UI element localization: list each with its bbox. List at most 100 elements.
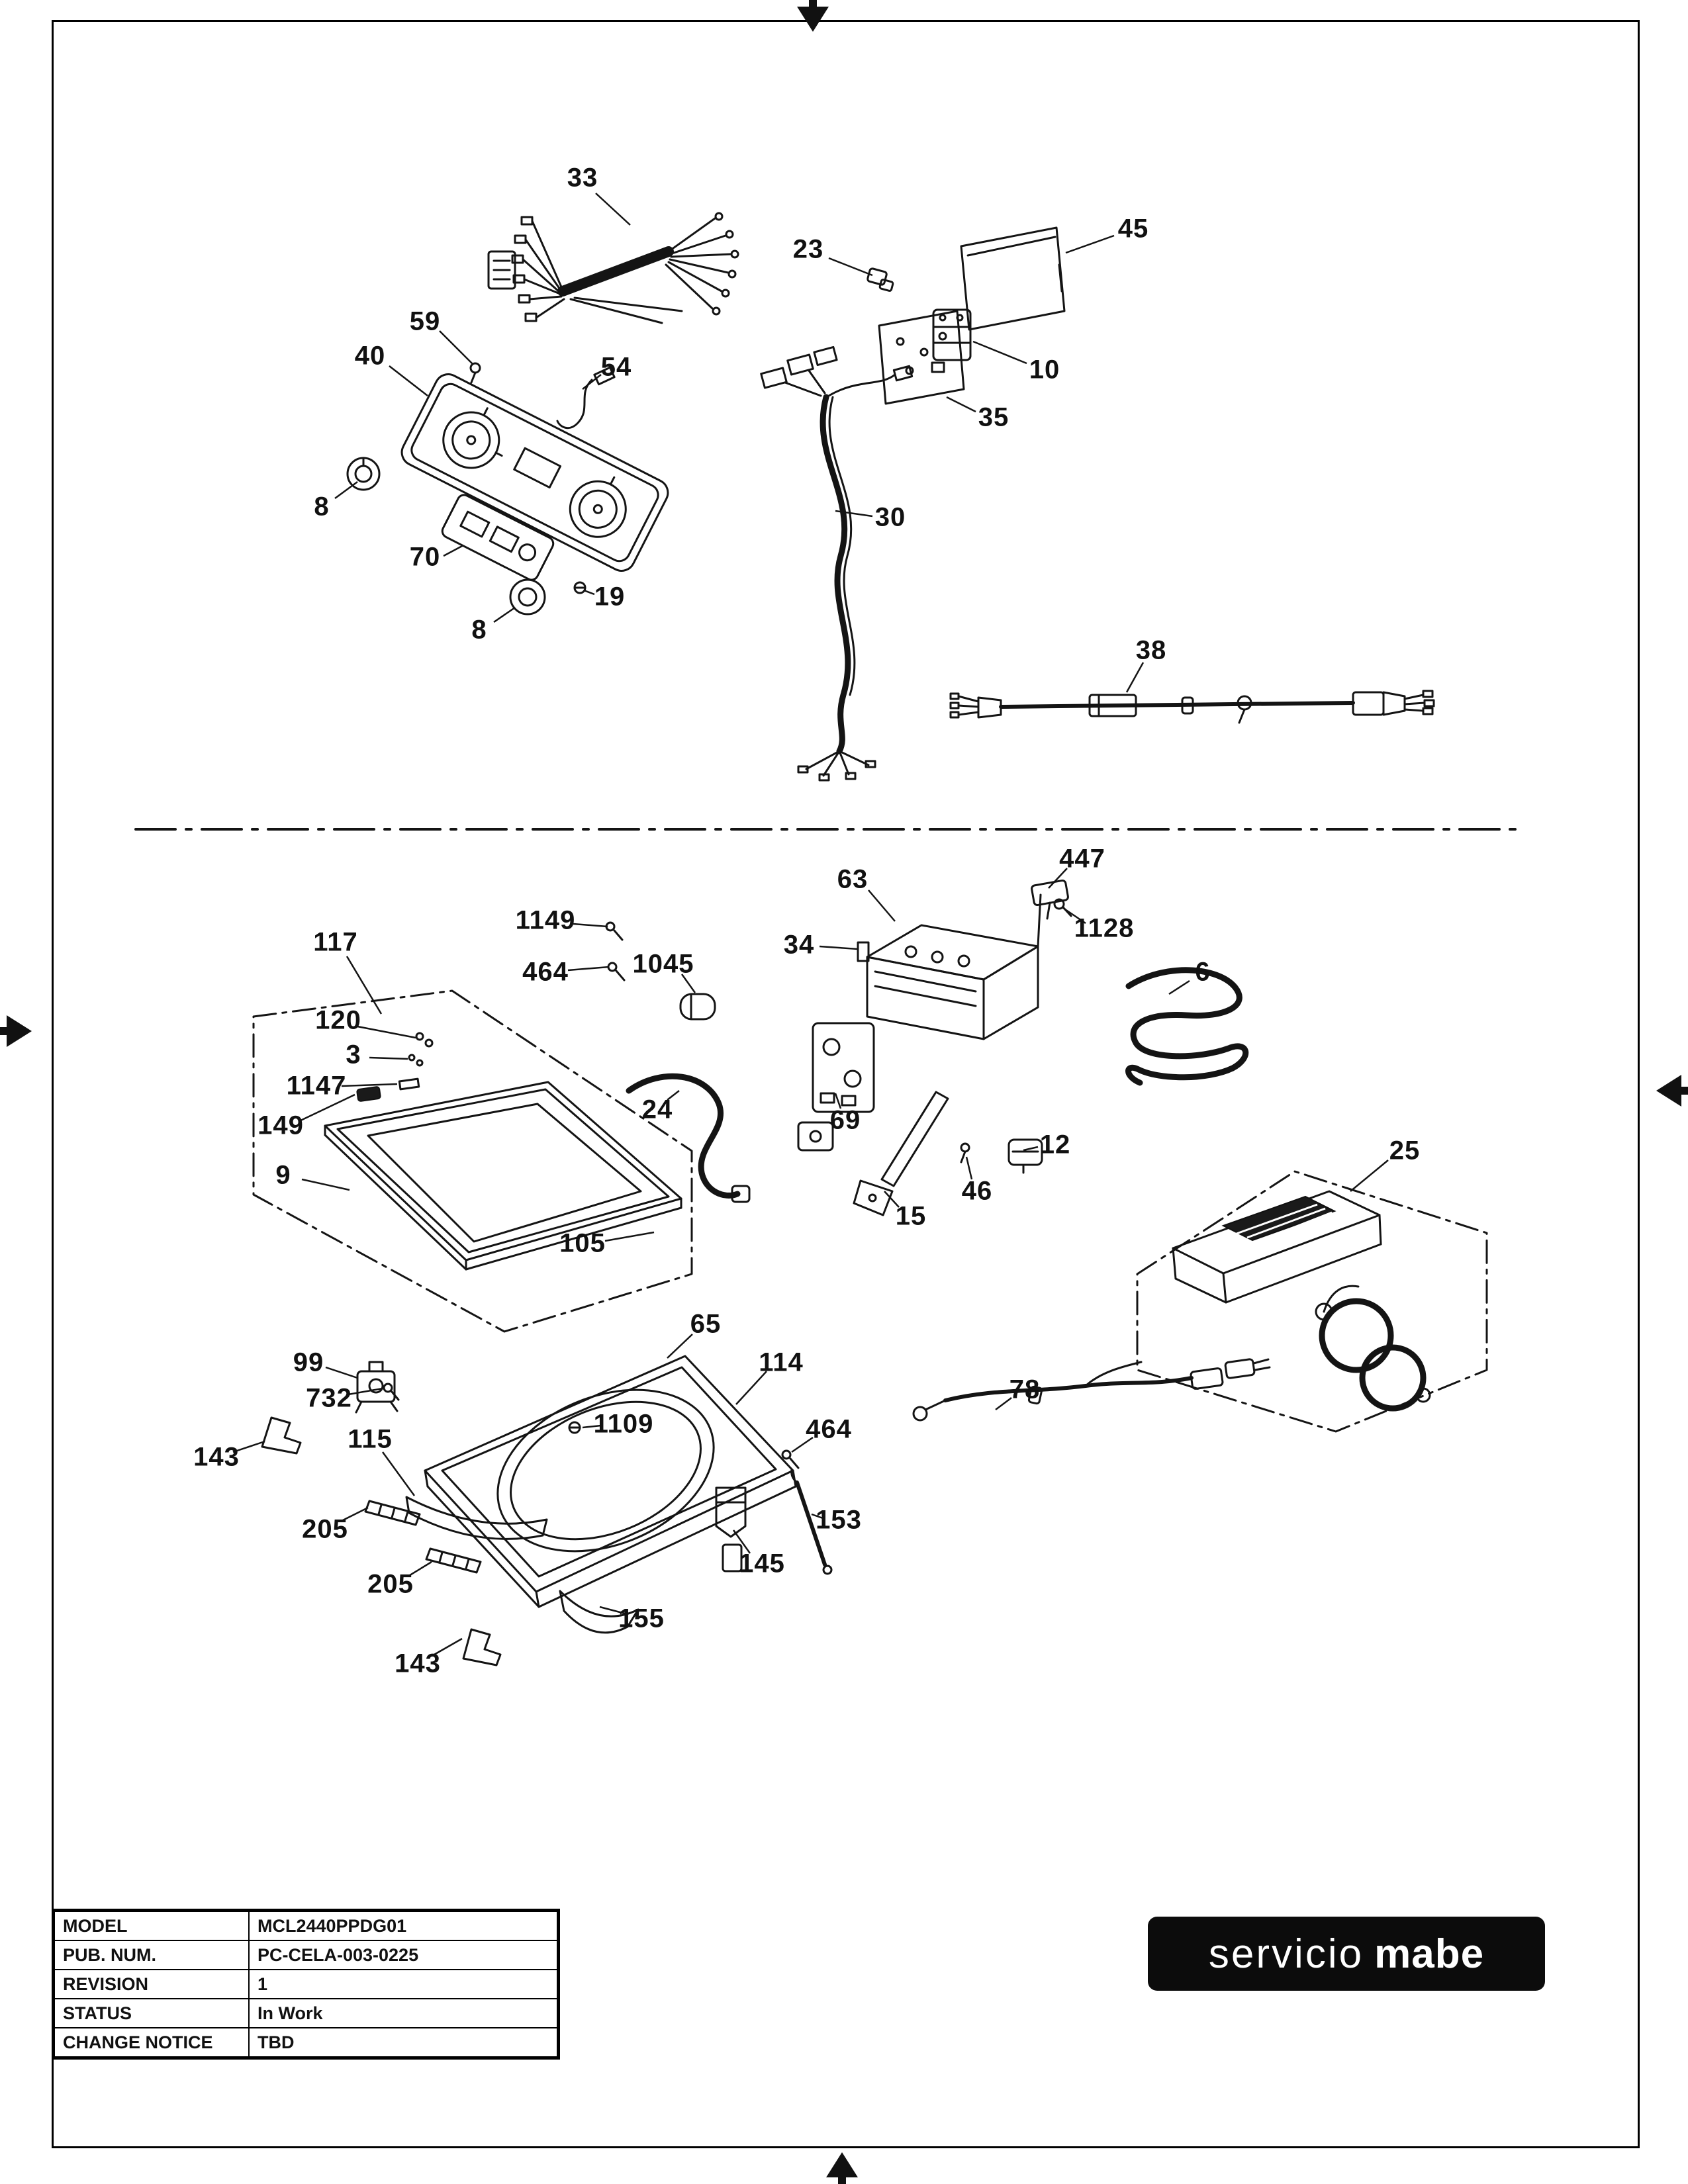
leader-line-30	[835, 511, 872, 516]
leader-line-120	[357, 1026, 416, 1038]
leader-line-105	[605, 1232, 654, 1241]
callout-143: 143	[193, 1442, 240, 1472]
callout-464: 464	[522, 957, 569, 987]
part-464-screw-lower	[782, 1451, 798, 1468]
info-value: MCL2440PPDG01	[248, 1909, 559, 1941]
callout-114: 114	[759, 1347, 804, 1377]
leader-line-8	[335, 482, 357, 498]
part-19-screw	[575, 582, 585, 593]
callout-115: 115	[348, 1424, 393, 1454]
leader-line-10	[973, 341, 1027, 363]
info-row: PUB. NUM.PC-CELA-003-0225	[52, 1940, 559, 1970]
leader-line-117	[347, 956, 381, 1014]
callout-143: 143	[395, 1649, 441, 1678]
leader-line-732	[348, 1388, 383, 1394]
leader-line-9	[302, 1179, 350, 1190]
leader-line-45	[1066, 236, 1114, 253]
part-145-hinge	[716, 1488, 745, 1571]
part-15-bracket	[854, 1092, 948, 1215]
part-12-clip	[1009, 1140, 1042, 1173]
leader-line-1045	[682, 974, 695, 993]
part-120-screws	[416, 1033, 432, 1046]
callout-54: 54	[600, 352, 632, 382]
callout-35: 35	[978, 402, 1009, 432]
callout-25: 25	[1389, 1136, 1421, 1165]
info-value: PC-CELA-003-0225	[248, 1940, 559, 1970]
part-24-hose	[629, 1076, 749, 1202]
info-value: 1	[248, 1969, 559, 1999]
info-label: REVISION	[52, 1969, 250, 1999]
leader-line-54	[583, 375, 601, 389]
leader-line-8	[494, 608, 515, 622]
callout-38: 38	[1135, 635, 1167, 665]
part-3-screws	[409, 1055, 422, 1066]
info-value: TBD	[248, 2027, 559, 2059]
callout-447: 447	[1059, 844, 1105, 874]
leader-line-63	[868, 890, 895, 921]
leader-line-24	[667, 1091, 679, 1100]
callout-23: 23	[792, 234, 824, 264]
leader-line-3	[369, 1058, 408, 1059]
part-38-cable-assembly	[951, 691, 1434, 723]
leader-line-40	[389, 366, 428, 396]
callout-33: 33	[567, 163, 598, 193]
logo-text-light: servicio	[1208, 1931, 1364, 1977]
part-78-harness	[914, 1359, 1270, 1420]
leader-lines	[233, 193, 1388, 1655]
callout-732: 732	[306, 1383, 352, 1413]
callout-63: 63	[837, 864, 868, 894]
callout-1149: 1149	[515, 905, 576, 935]
leader-line-115	[383, 1452, 414, 1496]
leader-line-38	[1127, 662, 1143, 692]
page-border	[52, 20, 1640, 2148]
part-40-control-panel	[397, 370, 673, 576]
callout-99: 99	[293, 1347, 324, 1377]
callout-45: 45	[1117, 214, 1149, 244]
info-label: CHANGE NOTICE	[52, 2027, 250, 2059]
leader-line-6	[1169, 981, 1190, 994]
leader-line-464	[792, 1437, 813, 1452]
leader-line-65	[667, 1334, 692, 1358]
part-69-valve-board	[798, 1023, 874, 1150]
part-46-screw	[961, 1144, 969, 1162]
part-1109-screw	[569, 1422, 580, 1433]
part-8-knob-upper	[348, 458, 379, 490]
leader-line-19	[584, 590, 594, 594]
part-732-screw	[384, 1384, 399, 1400]
callout-19: 19	[594, 582, 626, 612]
callout-34: 34	[783, 930, 815, 960]
callout-205: 205	[302, 1514, 348, 1544]
callout-145: 145	[739, 1549, 785, 1578]
leader-line-1147	[342, 1084, 397, 1086]
part-35-plate	[879, 311, 964, 404]
callout-1045: 1045	[632, 949, 694, 979]
callout-65: 65	[690, 1309, 722, 1339]
leader-line-149	[299, 1095, 355, 1121]
callout-24: 24	[641, 1095, 673, 1124]
part-6-fill-hose-coil	[1129, 970, 1246, 1083]
leader-line-155	[600, 1607, 625, 1614]
registration-arrow-right	[1656, 1075, 1688, 1107]
part-33-wire-harness	[489, 213, 738, 323]
info-label: STATUS	[52, 1998, 250, 2028]
registration-arrow-left	[0, 1015, 32, 1047]
callout-464: 464	[806, 1414, 852, 1444]
leader-line-33	[596, 193, 630, 225]
region-117-lid-kit	[254, 991, 692, 1332]
callout-1147: 1147	[286, 1071, 347, 1101]
part-153-rod	[792, 1469, 831, 1574]
info-label: MODEL	[52, 1909, 250, 1941]
leader-line-70	[444, 545, 463, 556]
callout-46: 46	[961, 1176, 993, 1206]
part-45-rear-panel	[961, 228, 1064, 330]
callout-10: 10	[1029, 355, 1060, 385]
callout-1128: 1128	[1074, 913, 1135, 943]
leader-line-99	[326, 1367, 357, 1378]
